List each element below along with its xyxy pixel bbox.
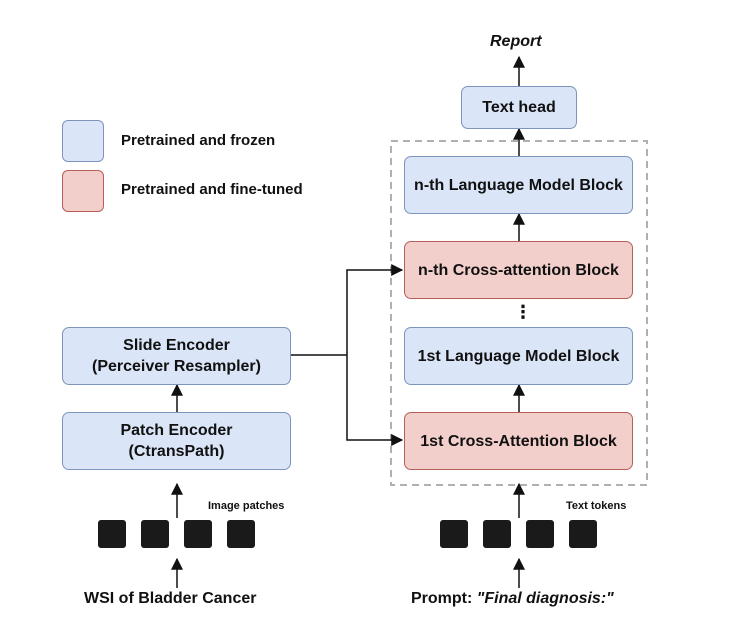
legend-frozen-swatch: [62, 120, 104, 162]
text-token: [483, 520, 511, 548]
nth-language-model-block: n-th Language Model Block: [404, 156, 633, 214]
first-language-model-block: 1st Language Model Block: [404, 327, 633, 385]
image-patch-token: [98, 520, 126, 548]
prompt-text: "Final diagnosis:": [476, 590, 614, 607]
text-token: [440, 520, 468, 548]
text-token: [569, 520, 597, 548]
legend-tuned-swatch: [62, 170, 104, 212]
patch-encoder-block: Patch Encoder (CtransPath): [62, 412, 291, 470]
arrow-slide-to-first-cross: [346, 355, 404, 446]
image-patch-token: [184, 520, 212, 548]
text-token: [526, 520, 554, 548]
prompt-prefix: Prompt:: [411, 590, 473, 607]
nth-cross-attention-block: n-th Cross-attention Block: [404, 241, 633, 299]
prompt-label: Prompt: "Final diagnosis:": [411, 590, 614, 608]
arrow-slide-to-nth-cross: [346, 264, 404, 355]
legend-tuned-label: Pretrained and fine-tuned: [121, 181, 303, 198]
text-head-block: Text head: [461, 86, 577, 129]
slide-encoder-block: Slide Encoder (Perceiver Resampler): [62, 327, 291, 385]
image-patch-token: [141, 520, 169, 548]
text-tokens-label: Text tokens: [566, 500, 627, 512]
legend-frozen-label: Pretrained and frozen: [121, 132, 276, 149]
image-patch-token: [227, 520, 255, 548]
report-label: Report: [490, 33, 542, 50]
image-patches-label: Image patches: [208, 500, 285, 512]
first-cross-attention-block: 1st Cross-Attention Block: [404, 412, 633, 470]
wsi-label: WSI of Bladder Cancer: [84, 590, 257, 607]
block-ellipsis: ⋮: [514, 302, 532, 322]
